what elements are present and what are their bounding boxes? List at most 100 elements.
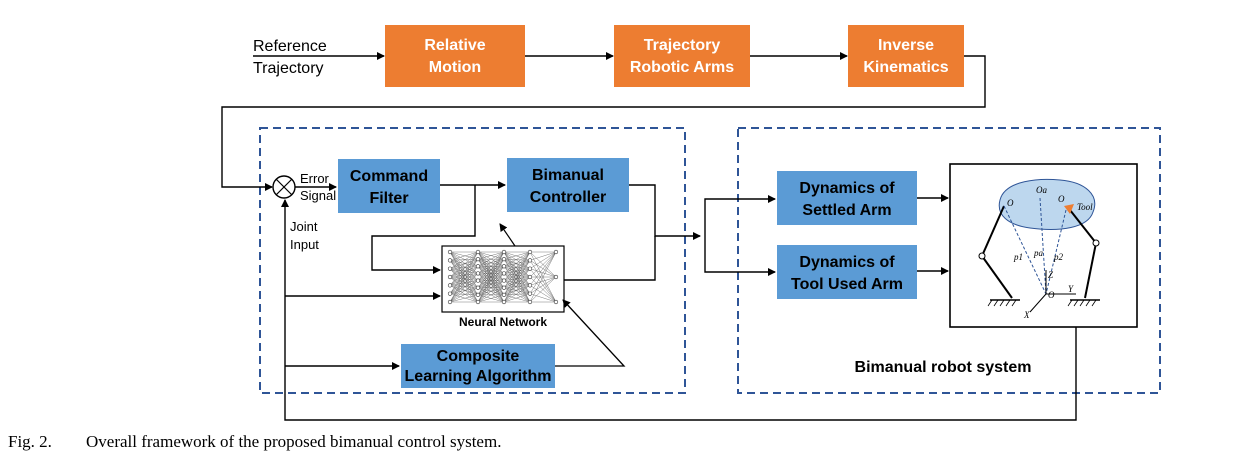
nn-connection: [503, 251, 531, 274]
nn-connection: [503, 266, 531, 269]
nn-connection: [503, 251, 531, 303]
nn-connection: [503, 268, 531, 274]
joint-input-label-2: Input: [290, 237, 319, 252]
nn-connection: [449, 258, 479, 286]
nn-connection: [503, 260, 531, 288]
tool-arm-block: [777, 245, 917, 299]
nn-connection: [503, 266, 531, 303]
nn-connection: [477, 273, 505, 303]
nn-neuron: [501, 299, 507, 305]
nn-connection: [449, 258, 479, 278]
nn-connection: [449, 260, 479, 267]
nn-connection: [503, 273, 531, 286]
caption-text: Overall framework of the proposed bimanu…: [86, 432, 501, 451]
nn-connection: [449, 259, 479, 303]
caption-fig: Fig. 2.: [8, 432, 52, 451]
nn-connection: [449, 276, 479, 281]
nn-connection: [503, 287, 531, 303]
nn-connection: [449, 280, 479, 303]
nn-connection: [503, 273, 531, 294]
bimanual-system-label: Bimanual robot system: [855, 359, 1032, 376]
trajectory-arms-label-1: Trajectory: [644, 37, 721, 54]
nn-connection: [449, 251, 479, 278]
nn-connection: [449, 251, 479, 274]
nn-connection: [477, 266, 505, 303]
nn-connection: [503, 251, 531, 260]
robot-label-p2: p2: [1053, 252, 1064, 262]
composite-learning-block: [401, 344, 555, 388]
line-split-to-settled: [704, 195, 776, 236]
trajectory-arms-block: [614, 25, 750, 87]
nn-neuron: [501, 264, 507, 269]
tool-arm-label-2: Tool Used Arm: [791, 276, 903, 293]
nn-connection: [477, 280, 505, 303]
nn-connection: [449, 273, 479, 294]
nn-connection: [529, 276, 557, 286]
nn-connection: [503, 268, 531, 303]
nn-connection: [503, 268, 531, 295]
nn-connection: [449, 260, 479, 288]
nn-neuron: [501, 292, 507, 297]
line-composite-to-nn: [555, 299, 626, 367]
composite-learning-label-2: Learning Algorithm: [405, 368, 552, 385]
nn-neuron: [527, 299, 533, 305]
nn-neuron: [475, 292, 481, 297]
line-feedback: [281, 199, 1077, 421]
nn-connection: [503, 280, 531, 303]
nn-connection: [477, 287, 505, 303]
nn-connection: [449, 251, 479, 294]
nn-connection: [503, 273, 531, 278]
nn-connection: [529, 251, 557, 294]
relative-motion-label-1: Relative: [424, 37, 485, 54]
nn-connection: [529, 276, 557, 294]
nn-connection: [503, 260, 531, 267]
nn-connection: [449, 251, 479, 303]
robot-label-o1: O: [1007, 198, 1014, 208]
bimanual-controller-label-1: Bimanual: [532, 167, 604, 184]
nn-neuron: [527, 283, 533, 288]
nn-neuron: [447, 258, 453, 263]
nn-connection: [503, 273, 531, 303]
nn-connection: [503, 260, 531, 295]
reference-label-2: Trajectory: [253, 60, 324, 77]
inverse-kinematics-label-1: Inverse: [878, 37, 934, 54]
nn-neuron: [501, 278, 507, 283]
nn-connection: [503, 293, 531, 303]
nn-connection: [477, 294, 505, 303]
nn-neuron: [527, 274, 533, 280]
nn-connection: [477, 251, 505, 274]
nn-connection: [449, 294, 479, 303]
summing-junction: [272, 175, 296, 199]
nn-connection: [529, 285, 557, 303]
nn-connection: [449, 273, 479, 278]
nn-neuron: [447, 299, 453, 305]
nn-connection: [503, 266, 531, 286]
nn-connection: [503, 285, 531, 288]
line-split-to-tool: [704, 236, 776, 276]
nn-connection: [529, 251, 557, 269]
nn-neuron: [447, 291, 453, 296]
nn-neuron: [447, 266, 453, 271]
relative-motion-label-2: Motion: [429, 59, 481, 76]
nn-connection: [503, 260, 531, 281]
nn-connection: [503, 285, 531, 303]
nn-connection: [449, 276, 479, 288]
nn-connection: [449, 268, 479, 274]
nn-connection: [529, 293, 557, 303]
nn-connection: [503, 276, 531, 288]
nn-connection: [477, 259, 505, 303]
nn-connection: [503, 293, 531, 296]
nn-connection: [529, 276, 557, 303]
robot-label-x: X: [1023, 310, 1030, 320]
nn-connection: [449, 266, 479, 278]
nn-connection: [529, 251, 557, 261]
nn-neuron: [475, 271, 481, 276]
nn-neuron: [447, 249, 453, 255]
nn-connection: [449, 258, 479, 261]
nn-neuron: [553, 249, 559, 255]
nn-connection: [503, 251, 531, 267]
nn-connection: [477, 251, 505, 260]
nn-connection: [529, 251, 557, 286]
nn-connection: [449, 268, 479, 281]
